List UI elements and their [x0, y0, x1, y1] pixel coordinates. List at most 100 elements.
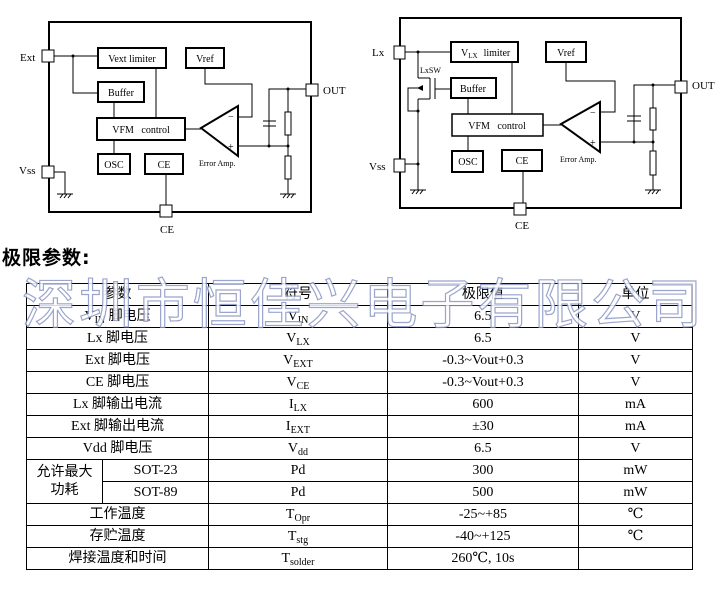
cell-value: -0.3~Vout+0.3 — [386, 371, 579, 394]
pin-vss — [393, 158, 406, 173]
pin-label-out: OUT — [323, 85, 346, 97]
cell-unit: V — [577, 327, 694, 350]
pin-label-out: OUT — [692, 80, 715, 92]
table-row: Lx 脚输出电流 ILX 600 mA — [25, 393, 694, 416]
block-label-ce: CE — [158, 160, 171, 171]
block-label-osc: OSC — [458, 157, 478, 168]
block-vext-limiter — [97, 47, 167, 69]
amp-minus: − — [228, 112, 234, 123]
cell-symbol: Tstg — [208, 525, 388, 548]
pin-label-vss: Vss — [369, 161, 386, 173]
cell-param: Lx 脚电压 — [25, 327, 210, 350]
block-label-vfm: VFM control — [112, 125, 170, 136]
cell-symbol: Vdd — [208, 437, 388, 460]
block-buffer — [97, 81, 145, 103]
amp-minus: − — [590, 108, 596, 119]
cell-value: 260℃, 10s — [386, 547, 579, 570]
block-diagram-ext: Ext Vss OUT CE Vext limiter Vref Buffer … — [0, 0, 360, 240]
table-row: Ext 脚电压 VEXT -0.3~Vout+0.3 V — [25, 349, 694, 372]
switch-arrow — [417, 85, 423, 91]
cell-unit: V — [577, 371, 694, 394]
table-row: Lx 脚电压 VLX 6.5 V — [25, 327, 694, 350]
amp-label: Error Amp. — [199, 159, 235, 168]
block-ce — [501, 149, 543, 172]
header-unit: 单位 — [577, 283, 694, 306]
table-header-row: 参数 符号 极限值 单位 — [25, 283, 694, 306]
block-buffer — [450, 77, 497, 99]
table-row: VIN 脚电压 VIN 6.5 V — [25, 305, 694, 328]
block-label-buffer: Buffer — [108, 88, 135, 99]
pin-label-ext: Ext — [20, 52, 35, 64]
cell-value: -40~+125 — [386, 525, 579, 548]
cell-symbol: VCE — [208, 371, 388, 394]
pin-label-ce: CE — [515, 220, 529, 232]
block-label-vfm: VFM control — [468, 121, 526, 132]
cell-param: Vdd 脚电压 — [25, 437, 210, 460]
absolute-max-ratings-table: 参数 符号 极限值 单位 VIN 脚电压 VIN 6.5 V Lx 脚电压 VL… — [25, 283, 694, 570]
table-row: Ext 脚输出电流 IEXT ±30 mA — [25, 415, 694, 438]
pin-out — [305, 83, 319, 97]
cell-symbol: Pd — [208, 459, 388, 482]
block-label-osc: OSC — [104, 160, 124, 171]
cell-param: CE 脚电压 — [25, 371, 210, 394]
cell-symbol: Pd — [208, 481, 388, 504]
pin-ce — [159, 204, 173, 218]
amp-plus: + — [228, 142, 234, 153]
cell-value: 300 — [386, 459, 579, 482]
pin-label-ce: CE — [160, 224, 174, 236]
cell-unit: ℃ — [577, 525, 694, 548]
cell-value: 6.5 — [386, 305, 579, 328]
header-symbol: 符号 — [208, 283, 388, 306]
cell-package: SOT-89 — [102, 481, 210, 504]
cell-symbol: VIN — [208, 305, 388, 328]
cell-param: VIN 脚电压 — [25, 305, 210, 328]
amp-plus: + — [590, 138, 596, 149]
block-label-vref: Vref — [196, 54, 214, 65]
cell-symbol: VEXT — [208, 349, 388, 372]
block-label-vref: Vref — [557, 48, 575, 59]
pin-ce — [513, 202, 527, 216]
cell-param: 工作温度 — [25, 503, 210, 526]
cell-param: Ext 脚输出电流 — [25, 415, 210, 438]
cell-unit — [577, 547, 694, 570]
cell-unit: V — [577, 437, 694, 460]
cell-value: -25~+85 — [386, 503, 579, 526]
table-row: CE 脚电压 VCE -0.3~Vout+0.3 V — [25, 371, 694, 394]
table-row: 焊接温度和时间 Tsolder 260℃, 10s — [25, 547, 694, 570]
cell-unit: mA — [577, 393, 694, 416]
cell-param: Ext 脚电压 — [25, 349, 210, 372]
chip-outline — [399, 17, 682, 209]
cell-unit: V — [577, 349, 694, 372]
block-label-vext-limiter: Vext limiter — [108, 54, 156, 65]
cell-symbol: ILX — [208, 393, 388, 416]
pin-ext — [41, 49, 55, 63]
table-row: SOT-89 Pd 500 mW — [27, 481, 694, 504]
cell-value: 6.5 — [386, 437, 579, 460]
header-value: 极限值 — [386, 283, 579, 306]
table-row: 允许最大功耗 SOT-23 Pd 300 mW — [25, 459, 694, 504]
cell-power-group: 允许最大功耗 — [25, 459, 104, 504]
error-amp — [559, 100, 601, 154]
block-label-ce: CE — [516, 156, 529, 167]
cell-value: -0.3~Vout+0.3 — [386, 349, 579, 372]
cell-value: 600 — [386, 393, 579, 416]
cell-unit: mW — [577, 481, 694, 504]
pin-out — [674, 80, 688, 94]
cell-value: 6.5 — [386, 327, 579, 350]
cell-unit: ℃ — [577, 503, 694, 526]
error-amp — [199, 104, 239, 159]
cell-value: ±30 — [386, 415, 579, 438]
switch-label: LxSW — [420, 66, 441, 75]
chip-outline — [48, 21, 312, 213]
pin-label-vss: Vss — [19, 165, 36, 177]
pin-label-lx: Lx — [372, 47, 385, 59]
table-row: 存贮温度 Tstg -40~+125 ℃ — [25, 525, 694, 548]
cell-unit: mA — [577, 415, 694, 438]
cell-param: 存贮温度 — [25, 525, 210, 548]
cell-symbol: VLX — [208, 327, 388, 350]
table-row: 工作温度 TOpr -25~+85 ℃ — [25, 503, 694, 526]
cell-unit: mW — [577, 459, 694, 482]
cell-param: 焊接温度和时间 — [25, 547, 210, 570]
